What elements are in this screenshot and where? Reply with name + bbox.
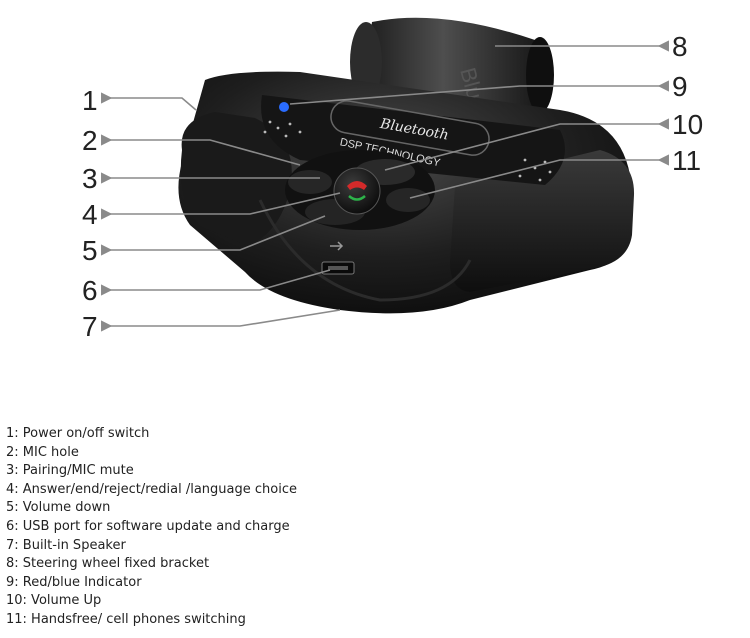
leader-11: [409, 154, 669, 199]
legend-list: 1: Power on/off switch 2: MIC hole 3: Pa…: [6, 425, 297, 630]
callout-8: 8: [672, 31, 688, 62]
legend-item-6: 6: USB port for software update and char…: [6, 518, 290, 534]
leader-9: [289, 80, 669, 105]
callout-11: 11: [672, 145, 701, 176]
answer-button[interactable]: [333, 167, 381, 215]
usb-port: [321, 241, 355, 275]
device-diagram: Blue Bluetooth DSP TECHNOLOGY: [82, 17, 703, 342]
legend-item-7: 7: Built-in Speaker: [6, 537, 126, 553]
leader-2: [101, 134, 301, 166]
leader-5: [101, 215, 326, 256]
callout-9: 9: [672, 71, 688, 102]
legend-item-2: 2: MIC hole: [6, 444, 79, 460]
callout-3: 3: [82, 163, 98, 194]
phone-icon: [347, 181, 367, 190]
panel-decoration: [263, 120, 552, 182]
legend-item-10: 10: Volume Up: [6, 593, 102, 609]
legend-item-3: 3: Pairing/MIC mute: [6, 463, 134, 479]
callout-10: 10: [672, 109, 703, 140]
legend-item-9: 9: Red/blue Indicator: [6, 574, 142, 590]
callout-1: 1: [82, 85, 98, 116]
callout-numbers: 1 2 3 4 5 6 7 8 9 10 11: [82, 31, 703, 342]
callout-4: 4: [82, 199, 98, 230]
leader-10: [384, 118, 669, 171]
callout-7: 7: [82, 311, 98, 342]
leader-4: [101, 192, 341, 220]
legend-item-1: 1: Power on/off switch: [6, 426, 150, 441]
bluetooth-badge: [330, 100, 490, 156]
legend-item-8: 8: Steering wheel fixed bracket: [6, 556, 210, 572]
phone-icon-green: [348, 195, 366, 201]
legend-item-11: 11: Handsfree/ cell phones switching: [6, 611, 246, 627]
pairing-button[interactable]: [288, 170, 332, 194]
mode-switch-button[interactable]: [386, 188, 430, 212]
leader-1: [101, 92, 197, 111]
steering-bracket: Blue: [350, 17, 554, 114]
usb-icon: [330, 241, 344, 251]
callout-5: 5: [82, 235, 98, 266]
legend-item-5: 5: Volume down: [6, 500, 111, 516]
callout-2: 2: [82, 125, 98, 156]
legend-item-4: 4: Answer/end/reject/redial /language ch…: [6, 481, 297, 497]
leader-7: [101, 309, 341, 332]
leader-6: [101, 269, 331, 296]
indicator-light: [279, 102, 289, 112]
callout-6: 6: [82, 275, 98, 306]
leader-lines: [101, 40, 669, 332]
